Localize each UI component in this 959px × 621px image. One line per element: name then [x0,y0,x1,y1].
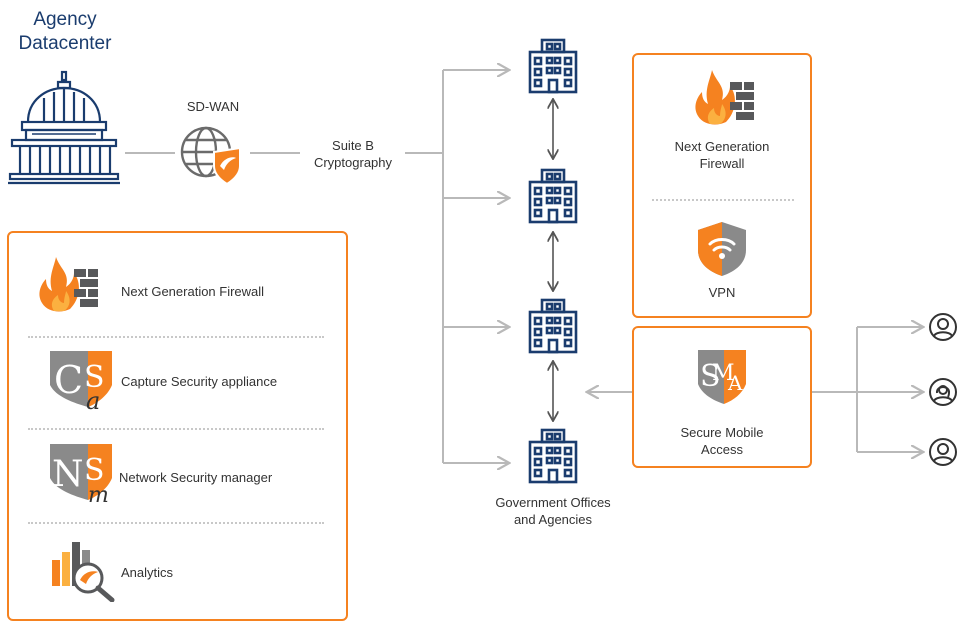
left-item-label-nsm: Network Security manager [119,470,273,485]
svg-text:A: A [727,371,743,395]
svg-text:C: C [54,358,83,402]
office-building-icon [528,38,578,94]
datacenter-title-line2: Datacenter [18,33,112,54]
datacenter-title-line1: Agency [33,9,97,30]
right-firewall-line1: Next Generation [674,139,770,154]
sma-label-line2: Access [701,442,743,457]
capitol-building-icon [8,70,120,185]
user-icon [929,438,957,466]
svg-text:a: a [86,387,100,411]
office-building-icon [528,428,578,484]
svg-text:m: m [88,483,109,504]
network-security-manager-icon: N S m [50,444,112,504]
capture-security-icon: C S a [50,351,112,411]
right-divider [652,199,794,201]
svg-text:S: S [84,360,105,395]
sdwan-globe-icon [180,126,241,186]
right-firewall-line2: Firewall [699,156,745,171]
user-icon [929,313,957,341]
analytics-icon [52,542,115,602]
crypto-label-line2: Cryptography [313,155,393,170]
secure-mobile-access-icon: S M A [698,350,746,404]
office-building-icon [528,298,578,354]
left-divider-1 [28,336,324,338]
svg-text:N: N [52,454,84,495]
datacenter-title: Agency Datacenter [0,8,130,56]
user-icon [929,378,957,406]
sma-label-line1: Secure Mobile [680,425,764,440]
sdwan-label: SD-WAN [186,99,240,114]
firewall-icon [695,70,754,125]
vpn-shield-icon [698,222,746,276]
left-divider-2 [28,428,324,430]
crypto-label-line1: Suite B [332,138,374,153]
offices-label-line1: Government Offices [495,495,611,510]
svg-text:S: S [700,359,721,394]
left-item-label-analytics: Analytics [121,565,174,580]
right-firewall-label: Next Generation Firewall [642,138,802,172]
offices-label-line2: and Agencies [513,512,593,527]
svg-text:M: M [712,361,735,386]
firewall-icon [39,257,98,312]
vpn-label: VPN [708,285,736,300]
crypto-label: Suite B Cryptography [298,137,408,171]
sma-label: Secure Mobile Access [642,424,802,458]
left-item-label-capture: Capture Security appliance [121,374,278,389]
offices-label: Government Offices and Agencies [470,494,636,528]
office-building-icon [528,168,578,224]
svg-text:S: S [84,453,105,488]
left-divider-3 [28,522,324,524]
left-item-label-firewall: Next Generation Firewall [121,284,265,299]
